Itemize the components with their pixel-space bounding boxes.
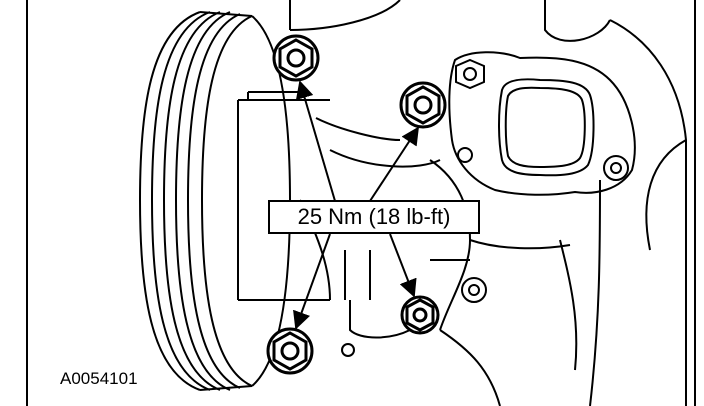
leader-arrows xyxy=(293,80,419,330)
mounting-holes xyxy=(341,147,629,357)
arrow-to-upper-center-bolt xyxy=(369,126,419,202)
pump-body xyxy=(237,0,687,406)
pulley xyxy=(138,11,292,391)
arrow-to-upper-left-bolt xyxy=(295,80,336,202)
figure-frame xyxy=(26,0,696,406)
figure-id: A0054101 xyxy=(60,369,138,388)
arrow-to-lower-right-bolt xyxy=(389,233,417,298)
bolt-lower-left xyxy=(266,327,314,375)
bolt-lower-right xyxy=(400,295,440,335)
bolt-upper-left xyxy=(272,34,320,82)
torque-callout-label: 25 Nm (18 lb-ft) xyxy=(268,200,480,234)
bolt-upper-center xyxy=(399,81,447,129)
outlet-flange xyxy=(448,51,636,196)
arrow-to-lower-left-bolt xyxy=(293,233,331,330)
flange-bolt xyxy=(455,58,485,90)
